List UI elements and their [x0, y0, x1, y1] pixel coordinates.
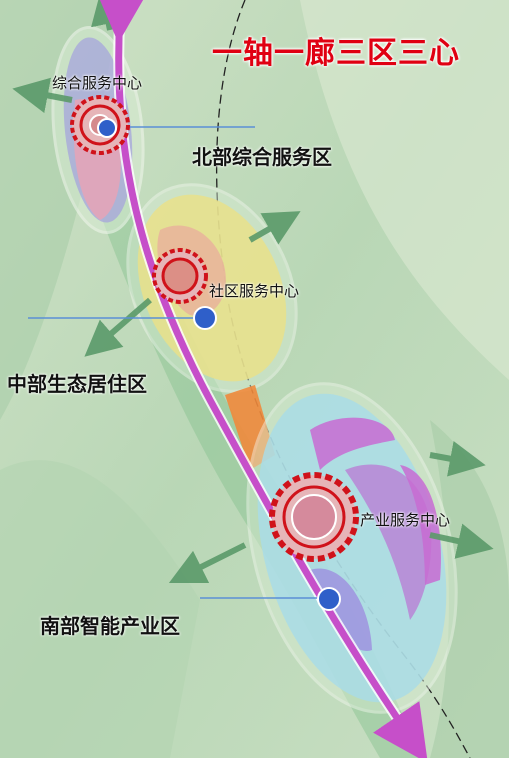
node-marker-north [97, 118, 117, 138]
center-label-comprehensive: 综合服务中心 [52, 74, 143, 92]
map-title: 一轴一廊三区三心 [212, 36, 460, 71]
center-marker-community [152, 248, 208, 304]
zone-label-middle: 中部生态居住区 [7, 372, 147, 396]
node-marker-middle [193, 306, 217, 330]
center-label-community: 社区服务中心 [209, 282, 300, 300]
center-label-industry: 产业服务中心 [360, 511, 451, 529]
zone-label-north: 北部综合服务区 [192, 145, 332, 169]
terrain-ridge [430, 420, 509, 758]
zone-label-south: 南部智能产业区 [40, 614, 180, 638]
arrow-west [12, 77, 73, 114]
center-marker-industry [269, 472, 359, 562]
arrow-east [429, 441, 486, 477]
node-marker-south [317, 587, 341, 611]
arrow-east [429, 523, 494, 559]
